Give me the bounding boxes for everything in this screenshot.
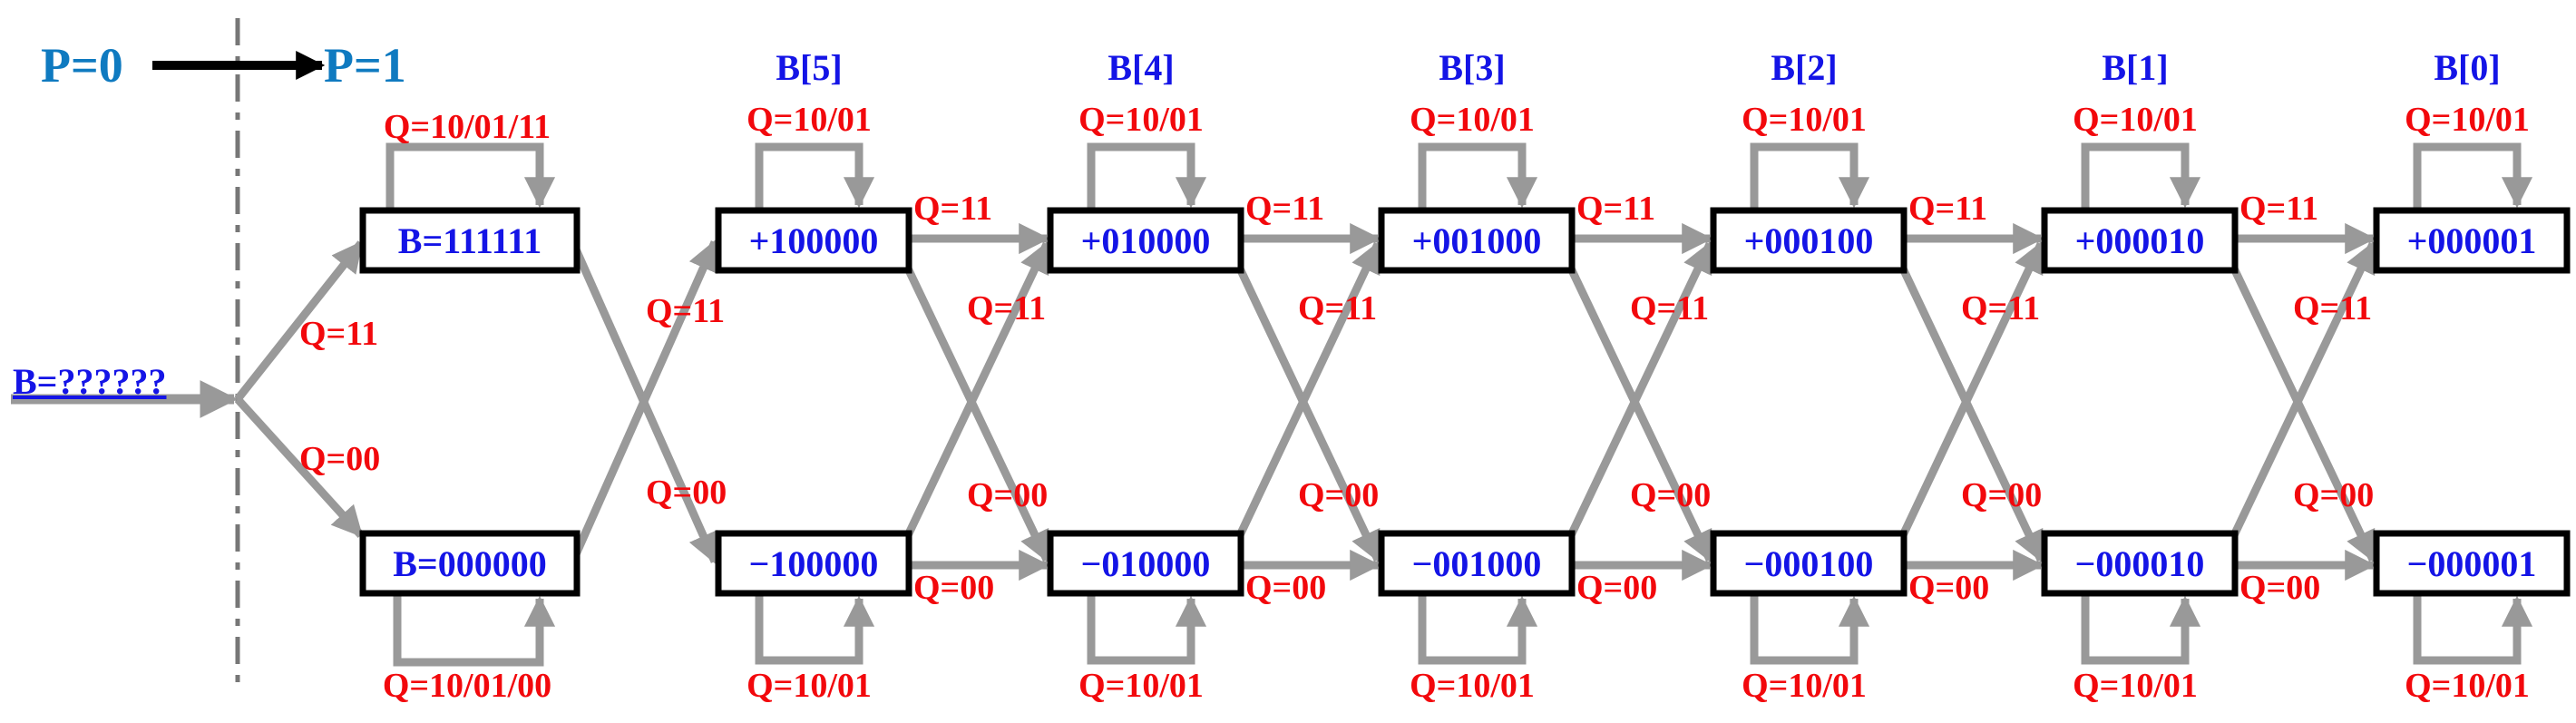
stage-4-plus-state bbox=[2041, 207, 2239, 274]
stage-2-cross-up-arrow bbox=[1558, 240, 1714, 554]
stage-1-cross-down-q-label: Q=00 bbox=[1298, 476, 1379, 514]
stage-1-straight-top-q-label: Q=11 bbox=[1245, 190, 1324, 228]
stage-0-straight-top-q-label: Q=11 bbox=[913, 190, 992, 228]
branch-bottom-arrow bbox=[234, 396, 365, 539]
input-label: B=?????? bbox=[13, 361, 166, 402]
stage-0-minus-state-label: −100000 bbox=[749, 543, 879, 584]
stage-3-bottom-loop-q-label: Q=10/01 bbox=[1742, 667, 1867, 705]
cross-init-up-q-label: Q=11 bbox=[646, 292, 725, 330]
stage-0-top-loop-q-label: Q=10/01 bbox=[746, 101, 872, 139]
stage-2-plus-state bbox=[1378, 207, 1576, 274]
stage-2-cross-down-q-label: Q=00 bbox=[1630, 476, 1711, 514]
init-top-loop-q-label: Q=10/01/11 bbox=[384, 108, 551, 146]
stage-3-bit-label: B[2] bbox=[1771, 47, 1837, 88]
stage-1-cross-up-q-label: Q=11 bbox=[1298, 289, 1377, 327]
stage-1-straight-bottom-q-label: Q=00 bbox=[1245, 569, 1326, 607]
stage-1-minus-state bbox=[1047, 530, 1244, 597]
stage-1-plus-state bbox=[1047, 207, 1244, 274]
phase-after-label: P=1 bbox=[324, 38, 406, 93]
stage-3-minus-state-label: −000100 bbox=[1744, 543, 1874, 584]
stage-5-minus-state bbox=[2373, 530, 2571, 597]
stage-4-top-loop bbox=[2081, 142, 2201, 210]
stage-4-cross-up-q-label: Q=11 bbox=[2293, 289, 2372, 327]
stage-1-bottom-loop bbox=[1087, 593, 1207, 665]
stage-5-bottom-loop-q-label: Q=10/01 bbox=[2405, 667, 2530, 705]
phase-before-label: P=0 bbox=[41, 38, 123, 93]
stage-4-top-loop-q-label: Q=10/01 bbox=[2073, 101, 2198, 139]
stage-2-bit-label: B[3] bbox=[1439, 47, 1505, 88]
stage-5-top-loop bbox=[2413, 142, 2533, 210]
stage-1-top-loop-q-label: Q=10/01 bbox=[1078, 101, 1204, 139]
stage-2-bottom-loop-q-label: Q=10/01 bbox=[1410, 667, 1535, 705]
stage-0-bit-label: B[5] bbox=[776, 47, 842, 88]
stage-4-minus-state bbox=[2041, 530, 2239, 597]
stage-2-minus-state-label: −001000 bbox=[1412, 543, 1542, 584]
stage-4-bottom-loop-q-label: Q=10/01 bbox=[2073, 667, 2198, 705]
stage-3-minus-state bbox=[1710, 530, 1908, 597]
stage-3-plus-state-label: +000100 bbox=[1744, 220, 1874, 261]
stage-3-straight-top-q-label: Q=11 bbox=[1908, 190, 1987, 228]
stage-4-bit-label: B[1] bbox=[2102, 47, 2168, 88]
stage-1-cross-up-arrow bbox=[1227, 240, 1382, 554]
branch-top-q-label: Q=11 bbox=[299, 315, 378, 353]
stage-0-top-loop bbox=[755, 142, 875, 210]
stage-0-cross-down-q-label: Q=00 bbox=[967, 476, 1048, 514]
branch-bottom-q-label: Q=00 bbox=[299, 440, 380, 478]
stage-4-cross-down-q-label: Q=00 bbox=[2293, 476, 2374, 514]
stage-2-plus-state-label: +001000 bbox=[1412, 220, 1542, 261]
stage-1-plus-state-label: +010000 bbox=[1081, 220, 1211, 261]
init-top-state bbox=[359, 207, 581, 274]
stage-0-bottom-loop-q-label: Q=10/01 bbox=[746, 667, 872, 705]
stage-3-cross-up-arrow bbox=[1890, 240, 2045, 554]
stage-2-top-loop-q-label: Q=10/01 bbox=[1410, 101, 1535, 139]
stage-0-straight-bottom-q-label: Q=00 bbox=[913, 569, 994, 607]
stage-1-top-loop bbox=[1087, 142, 1207, 210]
stage-4-cross-up-arrow bbox=[2221, 240, 2377, 554]
stage-2-top-loop bbox=[1418, 142, 1538, 210]
stage-5-plus-state-label: +000001 bbox=[2407, 220, 2537, 261]
stage-2-cross-up-q-label: Q=11 bbox=[1630, 289, 1709, 327]
stage-2-straight-top-q-label: Q=11 bbox=[1576, 190, 1655, 228]
init-bottom-state bbox=[359, 530, 581, 597]
stage-5-minus-state-label: −000001 bbox=[2407, 543, 2537, 584]
stage-4-minus-state-label: −000010 bbox=[2075, 543, 2205, 584]
stage-0-cross-up-arrow bbox=[895, 240, 1051, 554]
stage-0-bottom-loop bbox=[755, 593, 875, 665]
stage-4-straight-bottom-q-label: Q=00 bbox=[2239, 569, 2320, 607]
stage-4-plus-state-label: +000010 bbox=[2075, 220, 2205, 261]
stage-3-straight-bottom-q-label: Q=00 bbox=[1908, 569, 1989, 607]
stage-5-bit-label: B[0] bbox=[2434, 47, 2500, 88]
stage-2-bottom-loop bbox=[1418, 593, 1538, 665]
init-top-loop bbox=[385, 142, 556, 210]
stage-3-cross-up-q-label: Q=11 bbox=[1961, 289, 2040, 327]
stage-1-bottom-loop-q-label: Q=10/01 bbox=[1078, 667, 1204, 705]
stage-4-straight-top-q-label: Q=11 bbox=[2239, 190, 2318, 228]
init-top-state-label: B=111111 bbox=[398, 220, 542, 261]
cross-init-up-arrow bbox=[571, 239, 719, 556]
stage-0-plus-state-label: +100000 bbox=[749, 220, 879, 261]
stage-0-minus-state bbox=[715, 530, 912, 597]
stage-1-minus-state-label: −010000 bbox=[1081, 543, 1211, 584]
stage-3-top-loop bbox=[1750, 142, 1870, 210]
stage-2-minus-state bbox=[1378, 530, 1576, 597]
stage-5-top-loop-q-label: Q=10/01 bbox=[2405, 101, 2530, 139]
stage-0-plus-state bbox=[715, 207, 912, 274]
stage-3-top-loop-q-label: Q=10/01 bbox=[1742, 101, 1867, 139]
stage-3-cross-down-q-label: Q=00 bbox=[1961, 476, 2042, 514]
stage-5-bottom-loop bbox=[2413, 593, 2533, 665]
stage-1-bit-label: B[4] bbox=[1107, 47, 1174, 88]
stage-3-plus-state bbox=[1710, 207, 1908, 274]
init-bottom-loop-q-label: Q=10/01/00 bbox=[383, 667, 551, 705]
init-bottom-loop bbox=[393, 593, 556, 667]
branch-top-arrow bbox=[234, 240, 365, 402]
stage-2-straight-bottom-q-label: Q=00 bbox=[1576, 569, 1657, 607]
stage-3-bottom-loop bbox=[1750, 593, 1870, 665]
stage-4-bottom-loop bbox=[2081, 593, 2201, 665]
cross-init-down-q-label: Q=00 bbox=[646, 474, 727, 512]
stage-0-cross-up-q-label: Q=11 bbox=[967, 289, 1046, 327]
init-bottom-state-label: B=000000 bbox=[393, 543, 546, 584]
stage-5-plus-state bbox=[2373, 207, 2571, 274]
